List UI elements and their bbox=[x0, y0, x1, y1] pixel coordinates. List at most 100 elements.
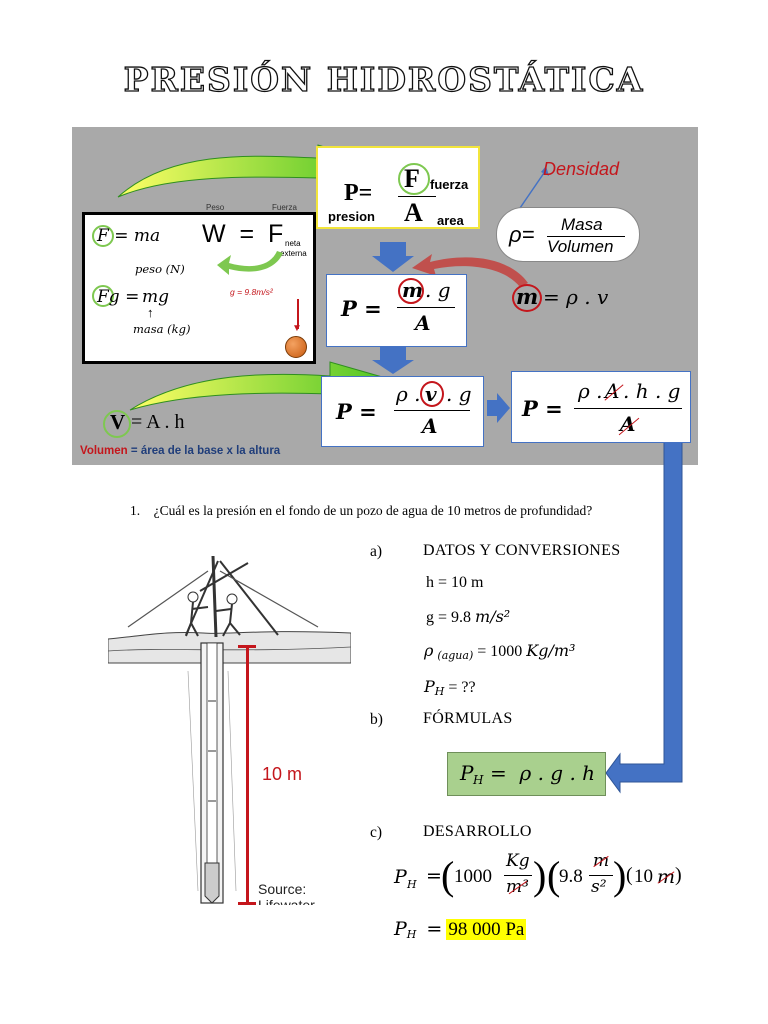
datum-gravity-value: g = 9.8 bbox=[426, 609, 472, 626]
datum-ph-value: = ?? bbox=[448, 679, 476, 696]
datum-density-unit: Kg/m³ bbox=[526, 641, 576, 660]
volume-desc-rest: = área de la base x la altura bbox=[130, 445, 281, 457]
section-a-title: DATOS Y CONVERSIONES bbox=[423, 542, 621, 559]
step1-fraction-line bbox=[397, 307, 455, 308]
result-ph-sub: H bbox=[406, 928, 417, 941]
area-a-letter: A bbox=[404, 198, 423, 227]
mass-rhs: = ρ . v bbox=[543, 285, 609, 309]
density-pointer-icon bbox=[519, 169, 547, 209]
step2-rho: ρ . bbox=[396, 382, 421, 406]
presion-label: presion bbox=[328, 209, 375, 224]
volume-v-circle-icon bbox=[103, 410, 131, 438]
masa-kg-label: masa (kg) bbox=[133, 322, 191, 336]
hydrostatic-formula-box: P H = ρ . g . h bbox=[447, 752, 606, 796]
gravity-label: g = 9.8m/s² bbox=[230, 287, 273, 297]
pressure-p-label: P= bbox=[344, 180, 373, 206]
result-value: 98 000 Pa bbox=[446, 919, 527, 940]
step3-hg: . h . g bbox=[623, 379, 681, 403]
step3-fraction-line bbox=[574, 408, 682, 409]
datum-gravity: g = 9.8 m/s² bbox=[426, 607, 510, 627]
density-denominator: Volumen bbox=[547, 237, 614, 256]
red-curved-arrow-icon bbox=[412, 254, 528, 287]
blue-down-arrow-2-icon bbox=[372, 346, 414, 374]
volume-description: Volumen = área de la base x la altura bbox=[80, 445, 280, 457]
fg-circle-icon bbox=[92, 285, 114, 307]
f-ma-formula: F = ma bbox=[97, 226, 161, 246]
step2-a: A bbox=[422, 414, 438, 438]
dev-ph: P bbox=[394, 866, 407, 888]
fg-lhs: Fg = bbox=[97, 287, 140, 307]
volume-rhs: = A . h bbox=[131, 411, 185, 433]
datum-ph: PH = ?? bbox=[424, 677, 476, 698]
section-b-title: FÓRMULAS bbox=[423, 710, 513, 727]
density-label: Densidad bbox=[543, 159, 620, 179]
dev-v3: 10 bbox=[634, 866, 653, 887]
f-circle-icon bbox=[92, 225, 114, 247]
volume-desc-word: Volumen bbox=[80, 445, 128, 457]
mass-m: m bbox=[516, 284, 539, 309]
blue-right-arrow-icon bbox=[487, 393, 510, 423]
section-c-label: c) bbox=[370, 824, 383, 841]
gravity-arrow-icon bbox=[297, 299, 299, 329]
step2-fraction-line bbox=[394, 410, 470, 411]
step2-p-eq: P = bbox=[336, 399, 377, 424]
page-title: PRESIÓN HIDROSTÁTICA bbox=[123, 59, 645, 99]
well-illustration: Source: Lifewater bbox=[108, 551, 351, 905]
force-circle-icon bbox=[398, 163, 430, 195]
dev-u2-line bbox=[589, 875, 613, 876]
datum-density-sub: (agua) bbox=[437, 649, 474, 662]
datum-density: ρ (agua) = 1000 Kg/m³ bbox=[424, 641, 575, 662]
formula-ph-sub: H bbox=[473, 773, 484, 787]
dev-u1-line bbox=[504, 875, 532, 876]
well-sketch bbox=[108, 555, 351, 904]
result-ph: P bbox=[394, 918, 407, 940]
step3-a-denom: A bbox=[620, 412, 636, 436]
dev-eq: = bbox=[426, 865, 442, 887]
step1-p-eq: P = bbox=[341, 296, 382, 321]
question-text: 1. ¿Cuál es la presión en el fondo de un… bbox=[130, 503, 593, 518]
depth-line bbox=[245, 646, 249, 904]
datum-density-value: = 1000 bbox=[477, 643, 523, 660]
dev-v1: 1000 bbox=[454, 866, 492, 887]
datum-density-symbol: ρ bbox=[424, 641, 434, 660]
step1-m-circle-icon bbox=[398, 278, 424, 304]
peso-n-label: peso (N) bbox=[135, 262, 185, 276]
step3-p-eq: P = bbox=[522, 396, 563, 421]
depth-line-bottom-cap bbox=[238, 902, 256, 905]
peso-top-label: Peso bbox=[206, 203, 225, 212]
newton-box: F = ma Peso Fuerza W = F neta externa pe… bbox=[82, 203, 316, 364]
section-c-title: DESARROLLO bbox=[423, 823, 532, 840]
step3-a-cancel: A bbox=[605, 379, 620, 403]
dev-paren-close-2: ) bbox=[613, 853, 627, 898]
density-fraction-line bbox=[547, 236, 625, 237]
formula-rhs: = ρ . g . h bbox=[490, 761, 596, 785]
mg-term: mg bbox=[142, 287, 170, 307]
dev-v2: 9.8 bbox=[559, 866, 583, 887]
dev-paren-open-3: ( bbox=[626, 864, 633, 886]
dev-u1-num: Kg bbox=[506, 851, 530, 871]
density-numerator: Masa bbox=[561, 215, 603, 234]
result-eq: = bbox=[426, 918, 443, 940]
depth-label: 10 m bbox=[262, 764, 303, 784]
datum-gravity-unit: m/s² bbox=[475, 607, 511, 626]
fuerza-label: fuerza bbox=[430, 177, 469, 192]
section-a-label: a) bbox=[370, 543, 383, 560]
step2-g: . g bbox=[446, 382, 472, 406]
blue-l-arrow-icon bbox=[605, 439, 683, 794]
well-source-label: Source: Lifewater bbox=[258, 881, 315, 905]
dev-paren-open-1: ( bbox=[441, 853, 455, 898]
dev-u3: m bbox=[657, 866, 676, 888]
pressure-fraction-line bbox=[398, 196, 436, 197]
basketball-icon bbox=[285, 336, 307, 358]
step3-rho: ρ . bbox=[578, 379, 603, 403]
step1-g: . g bbox=[425, 278, 451, 302]
fuerza-top-label: Fuerza bbox=[272, 203, 297, 212]
dev-paren-close-3: ) bbox=[675, 864, 682, 886]
step2-box: P = ρ . v . g A bbox=[321, 376, 484, 447]
step2-v-circle-icon bbox=[420, 381, 444, 407]
pressure-definition-box: P= presion F fuerza A area bbox=[316, 146, 480, 229]
mg-arrow-icon: ↑ bbox=[147, 305, 154, 320]
dev-paren-open-2: ( bbox=[547, 853, 561, 898]
datum-ph-symbol: P bbox=[424, 677, 435, 696]
green-back-arrow-icon bbox=[217, 251, 283, 275]
